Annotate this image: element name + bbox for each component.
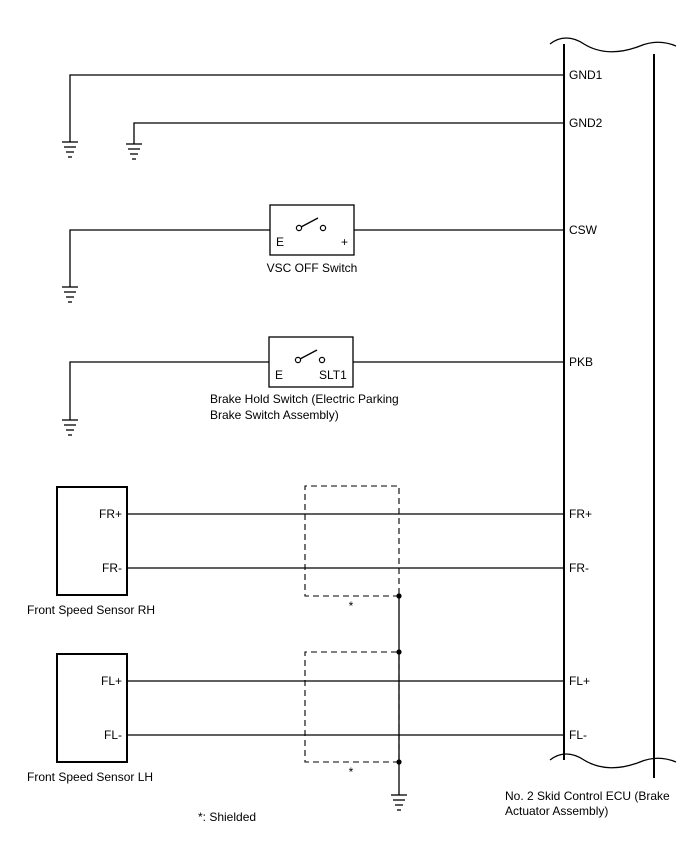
ground-icon	[62, 419, 78, 436]
sensor-rh-label: Front Speed Sensor RH	[27, 603, 155, 617]
pin-pkb-label: PKB	[569, 355, 593, 369]
pin-fr-minus-label: FR-	[569, 561, 589, 575]
gnd1-circuit	[62, 74, 564, 158]
pin-csw-label: CSW	[569, 223, 598, 237]
pin-gnd1-label: GND1	[569, 68, 603, 82]
vsc-pin-e-label: E	[276, 235, 284, 249]
shield-rh	[304, 485, 400, 597]
shield-lh-mark: *	[349, 765, 354, 779]
pin-fr-plus-label: FR+	[569, 507, 592, 521]
sensor-rh-pin-plus-label: FR+	[99, 507, 122, 521]
brake-hold-pin-e-label: E	[275, 368, 283, 382]
ground-icon	[62, 141, 78, 158]
sensor-lh-pin-minus-label: FL-	[104, 728, 122, 742]
pin-fl-plus-label: FL+	[569, 674, 590, 688]
front-speed-sensor-lh	[56, 653, 128, 763]
brake-hold-label-line2: Brake Switch Assembly)	[210, 408, 339, 422]
gnd2-circuit	[126, 122, 564, 160]
junction-dot	[396, 593, 402, 599]
brake-hold-label-line1: Brake Hold Switch (Electric Parking	[210, 392, 399, 406]
brake-hold-ground-wire	[69, 361, 269, 420]
shield-lh	[304, 651, 400, 763]
front-speed-sensor-rh	[56, 486, 128, 596]
shield-legend: *: Shielded	[198, 810, 256, 824]
pin-fl-minus-label: FL-	[569, 728, 587, 742]
sensor-rh-pin-minus-label: FR-	[102, 561, 122, 575]
sensor-lh-label: Front Speed Sensor LH	[27, 770, 153, 784]
ecu-block	[549, 37, 677, 778]
junction-dot	[396, 759, 402, 765]
pin-gnd2-label: GND2	[569, 116, 603, 130]
ground-icon	[62, 286, 78, 303]
junction-dot	[396, 649, 402, 655]
brake-hold-pin-slt1-label: SLT1	[319, 368, 347, 382]
ecu-label-line2: Actuator Assembly)	[505, 804, 608, 818]
shield-rh-mark: *	[349, 599, 354, 613]
vsc-switch-label: VSC OFF Switch	[267, 261, 358, 275]
ground-icon	[126, 143, 142, 160]
vsc-pin-plus-label: +	[341, 235, 348, 249]
ground-icon	[391, 794, 407, 811]
sensor-lh-pin-plus-label: FL+	[101, 674, 122, 688]
ecu-label-line1: No. 2 Skid Control ECU (Brake	[505, 789, 670, 803]
vsc-ground-wire	[69, 229, 270, 287]
